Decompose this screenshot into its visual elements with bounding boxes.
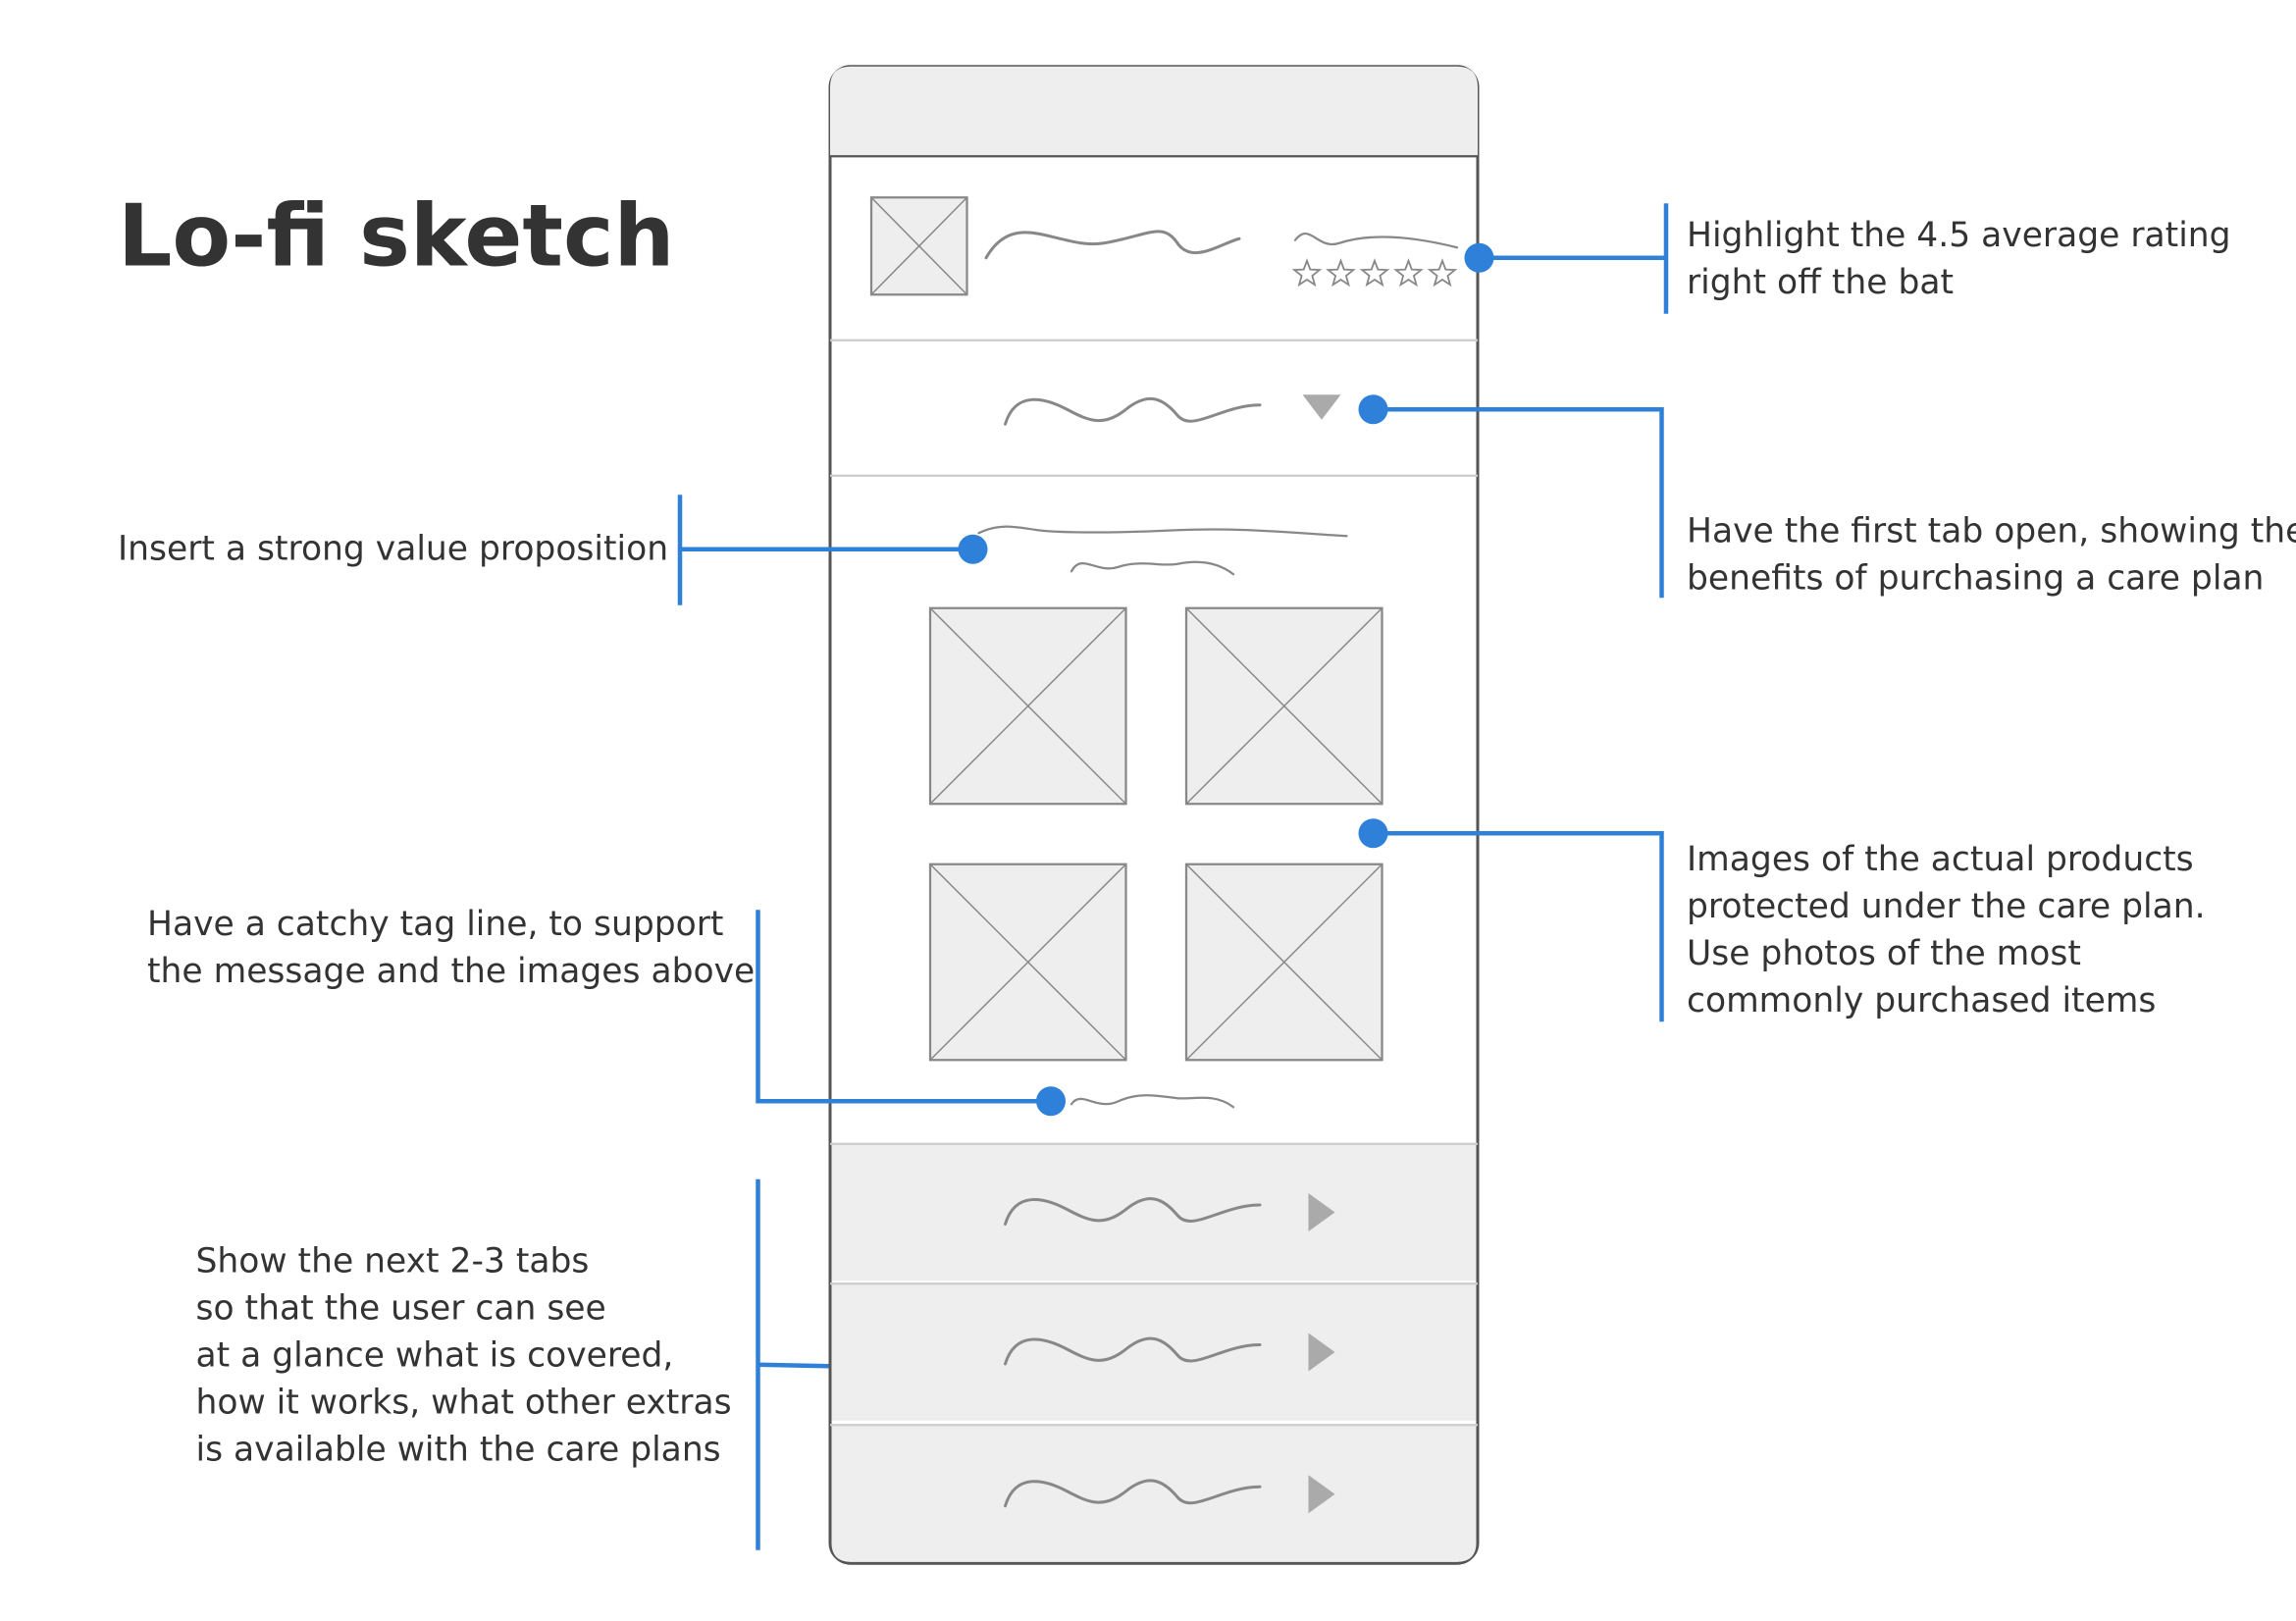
annotation-rating: Highlight the 4.5 average rating right o… — [1464, 203, 2231, 314]
star-outline-icon — [1326, 258, 1356, 288]
product-title-squiggle — [984, 230, 1241, 260]
annotation-text: protected under the care plan. — [1687, 887, 2206, 926]
annotation-text: commonly purchased items — [1687, 981, 2156, 1020]
star-outline-icon — [1393, 258, 1424, 288]
rating-stars — [1291, 258, 1458, 288]
collapsed-tab[interactable] — [830, 1282, 1478, 1421]
header-bar — [830, 66, 1478, 157]
image-placeholder-icon — [1184, 863, 1383, 1062]
annotation-text: so that the user can see — [196, 1288, 606, 1328]
phone-wireframe — [828, 65, 1480, 1565]
product-header-row — [830, 196, 1478, 341]
annotation-text: is available with the care plans — [196, 1430, 721, 1469]
first-tab-header[interactable] — [830, 394, 1478, 477]
image-placeholder-icon — [928, 863, 1127, 1062]
star-outline-icon — [1359, 258, 1390, 288]
annotation-text: right off the bat — [1687, 263, 1954, 302]
collapsed-tab[interactable] — [830, 1424, 1478, 1562]
image-placeholder-icon — [1184, 606, 1383, 806]
annotation-text: Insert a strong value proposition — [118, 529, 668, 568]
value-proposition-squiggle — [977, 525, 1348, 538]
star-outline-icon — [1427, 258, 1458, 288]
star-outline-icon — [1291, 258, 1323, 288]
annotation-text: Images of the actual products — [1687, 840, 2194, 879]
annotation-text: Show the next 2-3 tabs — [196, 1241, 590, 1281]
annotation-tagline: Have a catchy tag line, to support the m… — [147, 905, 1066, 1117]
triangle-right-icon — [1308, 1475, 1335, 1514]
triangle-down-icon — [1302, 394, 1341, 420]
annotation-text: how it works, what other extras — [196, 1383, 732, 1422]
annotation-product-images: Images of the actual products protected … — [1358, 818, 2206, 1022]
page-title: Lo-fi sketch — [118, 185, 675, 286]
triangle-right-icon — [1308, 1193, 1335, 1231]
annotation-value-prop: Insert a strong value proposition — [118, 495, 988, 605]
annotation-first-tab: Have the first tab open, showing the ben… — [1358, 394, 2296, 599]
annotation-text: benefits of purchasing a care plan — [1687, 558, 2264, 598]
tagline-squiggle — [1070, 1094, 1235, 1109]
annotation-text: Highlight the 4.5 average rating — [1687, 216, 2231, 255]
annotation-text: the message and the images above — [147, 952, 755, 991]
annotation-text: Use photos of the most — [1687, 934, 2081, 973]
annotation-text: Have a catchy tag line, to support — [147, 905, 723, 944]
annotation-next-tabs: Show the next 2-3 tabs so that the user … — [196, 1178, 829, 1550]
image-placeholder-icon — [869, 196, 968, 296]
image-placeholder-icon — [928, 606, 1127, 806]
rating-label-squiggle — [1293, 233, 1459, 249]
annotation-text: Have the first tab open, showing the — [1687, 511, 2296, 550]
annotation-text: at a glance what is covered, — [196, 1335, 674, 1375]
collapsed-tab[interactable] — [830, 1142, 1478, 1281]
triangle-right-icon — [1308, 1333, 1335, 1372]
first-tab-content — [928, 525, 1383, 1109]
